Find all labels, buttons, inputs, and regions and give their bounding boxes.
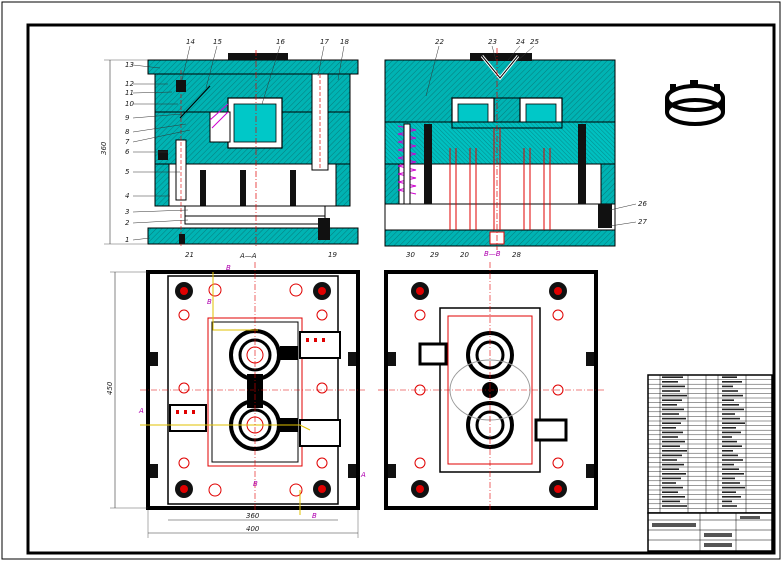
front-height-dimension: 360 [100,59,148,245]
svg-text:30: 30 [406,251,415,259]
sheet-inner-border [26,23,776,555]
svg-text:A: A [360,471,366,479]
svg-text:14: 14 [186,38,195,46]
svg-text:19: 19 [328,251,337,259]
svg-text:25: 25 [530,38,539,46]
plan-view-moving-half [378,262,604,510]
svg-text:16: 16 [276,38,285,46]
svg-text:20: 20 [460,251,469,259]
part-labels-top-front: 14 15 16 17 18 [181,38,349,105]
section-markers: A A B B B B [138,264,366,520]
svg-text:7: 7 [125,138,130,146]
svg-text:8: 8 [125,128,130,136]
svg-text:18: 18 [340,38,349,46]
dimension-plan-outer-width: 400 [246,525,260,533]
part-labels-bottom-front: 21 19 [185,251,337,259]
svg-text:10: 10 [125,100,134,108]
svg-text:A: A [138,407,144,415]
dimension-plan-inner-width: 360 [246,512,260,520]
svg-text:27: 27 [638,218,647,226]
svg-text:21: 21 [185,251,194,259]
svg-text:22: 22 [435,38,444,46]
part-isometric-icon [665,80,725,126]
svg-text:B: B [207,298,212,306]
svg-text:29: 29 [430,251,439,259]
svg-text:2: 2 [125,219,130,227]
svg-text:13: 13 [125,61,134,69]
svg-text:17: 17 [320,38,329,46]
part-labels-side: 22 23 24 25 30 29 20 28 26 27 [406,38,647,259]
svg-text:6: 6 [125,148,130,156]
svg-text:B: B [226,264,231,272]
svg-text:B: B [312,512,317,520]
svg-text:9: 9 [125,114,130,122]
front-section-view: A—A [147,50,359,260]
svg-text:11: 11 [125,89,134,97]
bill-of-materials-table [647,374,773,514]
section-label-b-b: B—B [484,250,501,258]
svg-text:15: 15 [213,38,222,46]
side-section-view: B—B [384,48,616,258]
svg-text:24: 24 [516,38,525,46]
dimension-front-height: 360 [100,141,108,155]
title-block [647,512,773,552]
section-label-a-a: A—A [239,252,257,260]
svg-text:B: B [253,480,258,488]
plan-dimensions: 450 360 400 [106,271,359,538]
dimension-plan-height: 450 [106,381,114,395]
svg-text:4: 4 [125,192,129,200]
svg-text:23: 23 [488,38,497,46]
part-labels-left: 13 12 11 10 9 8 7 6 5 4 3 2 1 [125,61,191,244]
plan-view-fixed-half [140,262,365,515]
svg-text:3: 3 [125,208,129,216]
svg-text:12: 12 [125,80,134,88]
svg-text:1: 1 [125,236,129,244]
svg-text:28: 28 [512,251,521,259]
svg-text:26: 26 [638,200,647,208]
svg-text:5: 5 [125,168,130,176]
